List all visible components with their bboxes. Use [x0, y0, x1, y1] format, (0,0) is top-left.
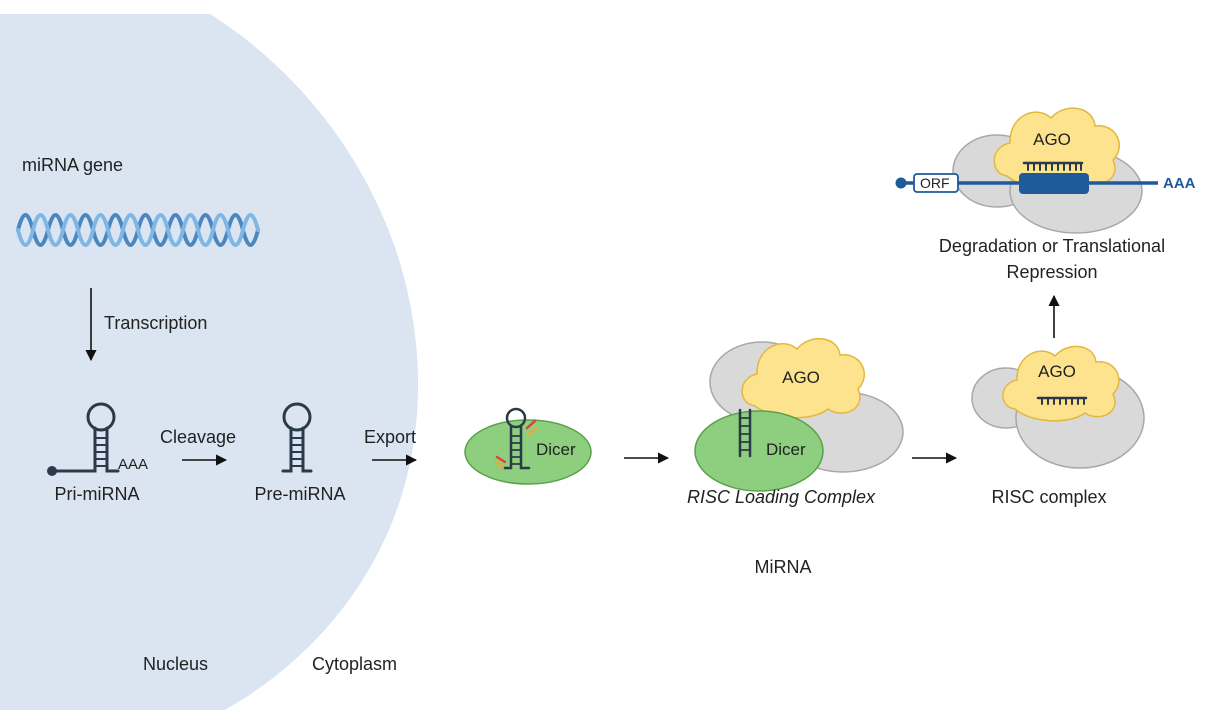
ago-shape-2 — [1002, 345, 1120, 422]
ago-shape — [741, 337, 865, 419]
risc-complex — [971, 345, 1145, 469]
dicer-label: Dicer — [536, 440, 576, 459]
pri-polya-label: AAA — [118, 456, 149, 473]
risc-loading-complex-label: RISC Loading Complex — [686, 487, 876, 507]
target-site-box — [1019, 173, 1089, 194]
ago-label-3: AGO — [1033, 130, 1071, 149]
dicer-complex — [464, 407, 592, 485]
pre-mirna-label: Pre-miRNA — [254, 484, 346, 504]
cytoplasm-label: Cytoplasm — [312, 654, 398, 674]
nucleus-label: Nucleus — [143, 654, 209, 674]
orf-box — [913, 173, 959, 193]
rna-duplex-icon — [738, 408, 752, 458]
mirna-gene-label: miRNA gene — [22, 155, 124, 175]
cleavage-label: Cleavage — [160, 427, 237, 447]
mrna-cap-dot — [895, 177, 907, 189]
nucleus-region — [0, 14, 419, 710]
cleavage-mark-icon — [494, 419, 538, 470]
guide-strand-icon — [1036, 396, 1088, 405]
orf-label: ORF — [920, 175, 950, 191]
mrna-polya-label: AAA — [1163, 175, 1196, 192]
dna-helix-icon — [16, 213, 260, 247]
pre-mirna-hairpin-icon — [281, 402, 313, 473]
risc-complex-label: RISC complex — [991, 487, 1107, 507]
mirna-label: MiRNA — [754, 557, 812, 577]
dicer-hairpin-icon — [501, 407, 531, 470]
dicer-label-2: Dicer — [766, 440, 806, 459]
dicer-shape — [464, 419, 592, 485]
ago-label-2: AGO — [1038, 362, 1076, 381]
cap-dot — [47, 466, 57, 476]
guide-strand-icon-2 — [1022, 161, 1084, 171]
export-label: Export — [364, 427, 417, 447]
ago-label: AGO — [782, 368, 820, 387]
risc-loading-complex — [694, 337, 904, 492]
degradation-label-line2: Repression — [1006, 262, 1098, 282]
degradation-label-line1: Degradation or Translational — [938, 236, 1166, 256]
dicer-shape-2 — [694, 410, 824, 492]
mrna-repression-complex — [895, 107, 1158, 234]
pri-mirna-label: Pri-miRNA — [54, 484, 140, 504]
transcription-label: Transcription — [104, 313, 208, 333]
pri-mirna-hairpin-icon — [54, 402, 120, 473]
